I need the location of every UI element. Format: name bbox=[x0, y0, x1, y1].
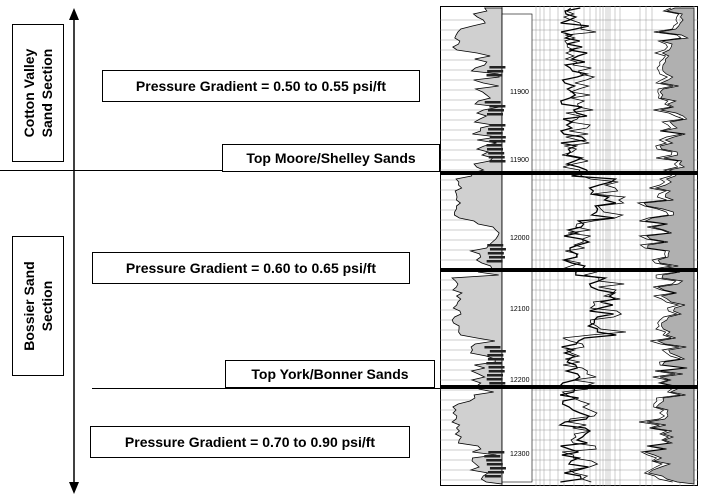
depth-mark-label: 11900 bbox=[510, 89, 529, 96]
section-name-line2: Sand Section bbox=[39, 48, 55, 138]
depth-mark-label: 11900 bbox=[510, 157, 529, 164]
shale-streak bbox=[488, 451, 505, 454]
resistivity-curve-shallow bbox=[561, 7, 627, 483]
shale-streak bbox=[486, 74, 503, 77]
well-log: 11900 11900 12000 12100 12200 12300 bbox=[440, 6, 698, 486]
depth-mark-label: 12300 bbox=[510, 451, 530, 458]
shale-streak bbox=[486, 144, 503, 147]
cotton-valley-section-label: Cotton Valley Sand Section bbox=[12, 24, 64, 162]
shale-streak bbox=[486, 378, 503, 381]
shale-streak bbox=[487, 471, 504, 474]
shale-streak bbox=[487, 244, 504, 247]
shale-streak bbox=[487, 354, 504, 357]
top-moore-shelley-label: Top Moore/Shelley Sands bbox=[222, 144, 440, 172]
depth-mark-label: 12200 bbox=[510, 377, 530, 384]
shale-streak bbox=[489, 467, 506, 470]
top-york-bonner-line bbox=[92, 388, 440, 389]
shale-streak bbox=[486, 463, 503, 466]
shale-streak bbox=[486, 459, 503, 462]
shale-streak bbox=[487, 374, 504, 377]
shale-streak bbox=[486, 132, 503, 135]
shale-streak bbox=[489, 160, 506, 163]
shale-streak bbox=[486, 113, 503, 116]
shale-streak bbox=[488, 370, 505, 373]
shale-streak bbox=[487, 70, 504, 73]
shale-streak bbox=[489, 140, 506, 143]
porosity-curve bbox=[636, 7, 685, 483]
depth-arrow bbox=[69, 8, 79, 494]
track-depth bbox=[501, 13, 533, 483]
shale-streak bbox=[488, 366, 505, 369]
section-name-line1: Cotton Valley bbox=[21, 48, 37, 138]
shale-streak bbox=[488, 156, 505, 159]
shale-streak bbox=[489, 105, 506, 108]
bossier-section-label: Bossier Sand Section bbox=[12, 236, 64, 376]
porosity-fill bbox=[643, 7, 695, 485]
pressure-gradient-3: Pressure Gradient = 0.70 to 0.90 psi/ft bbox=[90, 426, 410, 458]
shale-streak bbox=[486, 148, 503, 151]
shale-streak bbox=[486, 362, 503, 365]
shale-streak bbox=[489, 382, 506, 385]
depth-mark-label: 12100 bbox=[510, 306, 530, 313]
shale-streak bbox=[484, 101, 501, 104]
pressure-gradient-2: Pressure Gradient = 0.60 to 0.65 psi/ft bbox=[92, 252, 410, 284]
shale-streak bbox=[488, 152, 505, 155]
shale-streak bbox=[487, 252, 504, 255]
shale-streak bbox=[487, 109, 504, 112]
shale-streak bbox=[489, 248, 506, 251]
shale-streak bbox=[488, 256, 505, 259]
section-name-line2: Section bbox=[39, 280, 55, 332]
shale-streak bbox=[489, 66, 506, 69]
shale-streak bbox=[484, 455, 501, 458]
shale-streak bbox=[487, 358, 504, 361]
depth-mark-label: 12000 bbox=[510, 235, 530, 242]
shale-streak bbox=[486, 260, 503, 263]
shale-streak bbox=[488, 128, 505, 131]
section-name-line1: Bossier Sand bbox=[21, 261, 37, 351]
resistivity-curve-deep bbox=[558, 7, 618, 483]
shale-streak bbox=[484, 346, 501, 349]
shale-streak bbox=[489, 350, 506, 353]
top-york-bonner-label: Top York/Bonner Sands bbox=[225, 360, 435, 388]
shale-streak bbox=[489, 124, 506, 127]
shale-streak bbox=[484, 475, 501, 478]
pressure-gradient-1: Pressure Gradient = 0.50 to 0.55 psi/ft bbox=[102, 70, 420, 102]
top-moore-shelley-line bbox=[0, 170, 440, 171]
shale-streak bbox=[489, 136, 506, 139]
